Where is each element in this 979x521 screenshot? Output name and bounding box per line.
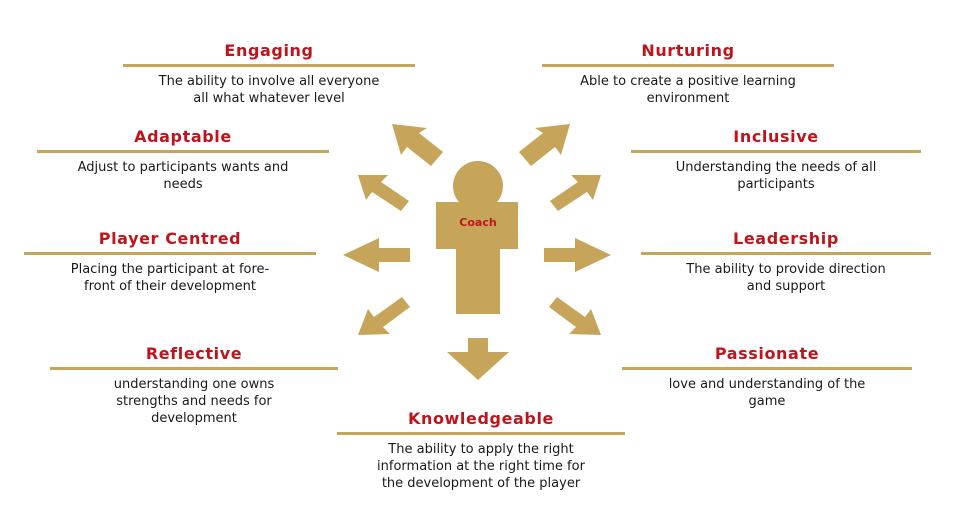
divider [50,367,338,370]
coach-label: Coach [459,216,496,229]
divider [123,64,415,67]
attribute-description: Placing the participant at fore- front o… [70,262,270,294]
coach-body [436,202,518,314]
attribute-knowledgeable: Knowledgeable The ability to apply the r… [337,408,625,492]
attribute-adaptable: Adaptable Adjust to participants wants a… [37,126,329,193]
arrow-down-left [358,297,410,335]
attribute-reflective: Reflective understanding one owns streng… [50,343,338,427]
attribute-description: The ability to apply the right informati… [377,442,585,491]
divider [622,367,912,370]
attribute-leadership: Leadership The ability to provide direct… [641,228,931,295]
arrow-down [447,338,509,380]
divider [37,150,329,153]
arrow-up-right [519,124,570,166]
attribute-nurturing: Nurturing Able to create a positive lear… [542,40,834,107]
divider [24,252,316,255]
arrow-down-right [549,297,601,335]
arrow-left [343,238,410,272]
arrow-right [544,238,611,272]
attribute-player-centred: Player Centred Placing the participant a… [24,228,316,295]
divider [337,432,625,435]
attribute-description: Understanding the needs of all participa… [675,160,877,192]
arrow-up-left [392,124,443,166]
attribute-title: Engaging [224,41,314,60]
attribute-inclusive: Inclusive Understanding the needs of all… [631,126,921,193]
attribute-description: The ability to provide direction and sup… [686,262,886,294]
attribute-title: Inclusive [733,127,819,146]
attribute-description: understanding one owns strengths and nee… [113,377,275,426]
attribute-title: Nurturing [641,41,735,60]
divider [641,252,931,255]
attribute-engaging: Engaging The ability to involve all ever… [123,40,415,107]
attribute-description: The ability to involve all everyone all … [158,74,380,106]
attribute-title: Player Centred [98,229,242,248]
divider [542,64,834,67]
attribute-title: Passionate [714,344,820,363]
arrow-upper-mid-left [358,175,409,211]
attribute-description: Adjust to participants wants and needs [77,160,289,192]
attribute-description: love and understanding of the game [668,377,866,409]
attribute-title: Knowledgeable [407,409,555,428]
attribute-description: Able to create a positive learning envir… [580,74,796,106]
attribute-title: Reflective [145,344,243,363]
attribute-title: Adaptable [134,127,232,146]
divider [631,150,921,153]
arrow-upper-mid-right [550,175,601,211]
attribute-title: Leadership [733,229,839,248]
coach-head [453,161,503,211]
attribute-passionate: Passionate love and understanding of the… [622,343,912,410]
